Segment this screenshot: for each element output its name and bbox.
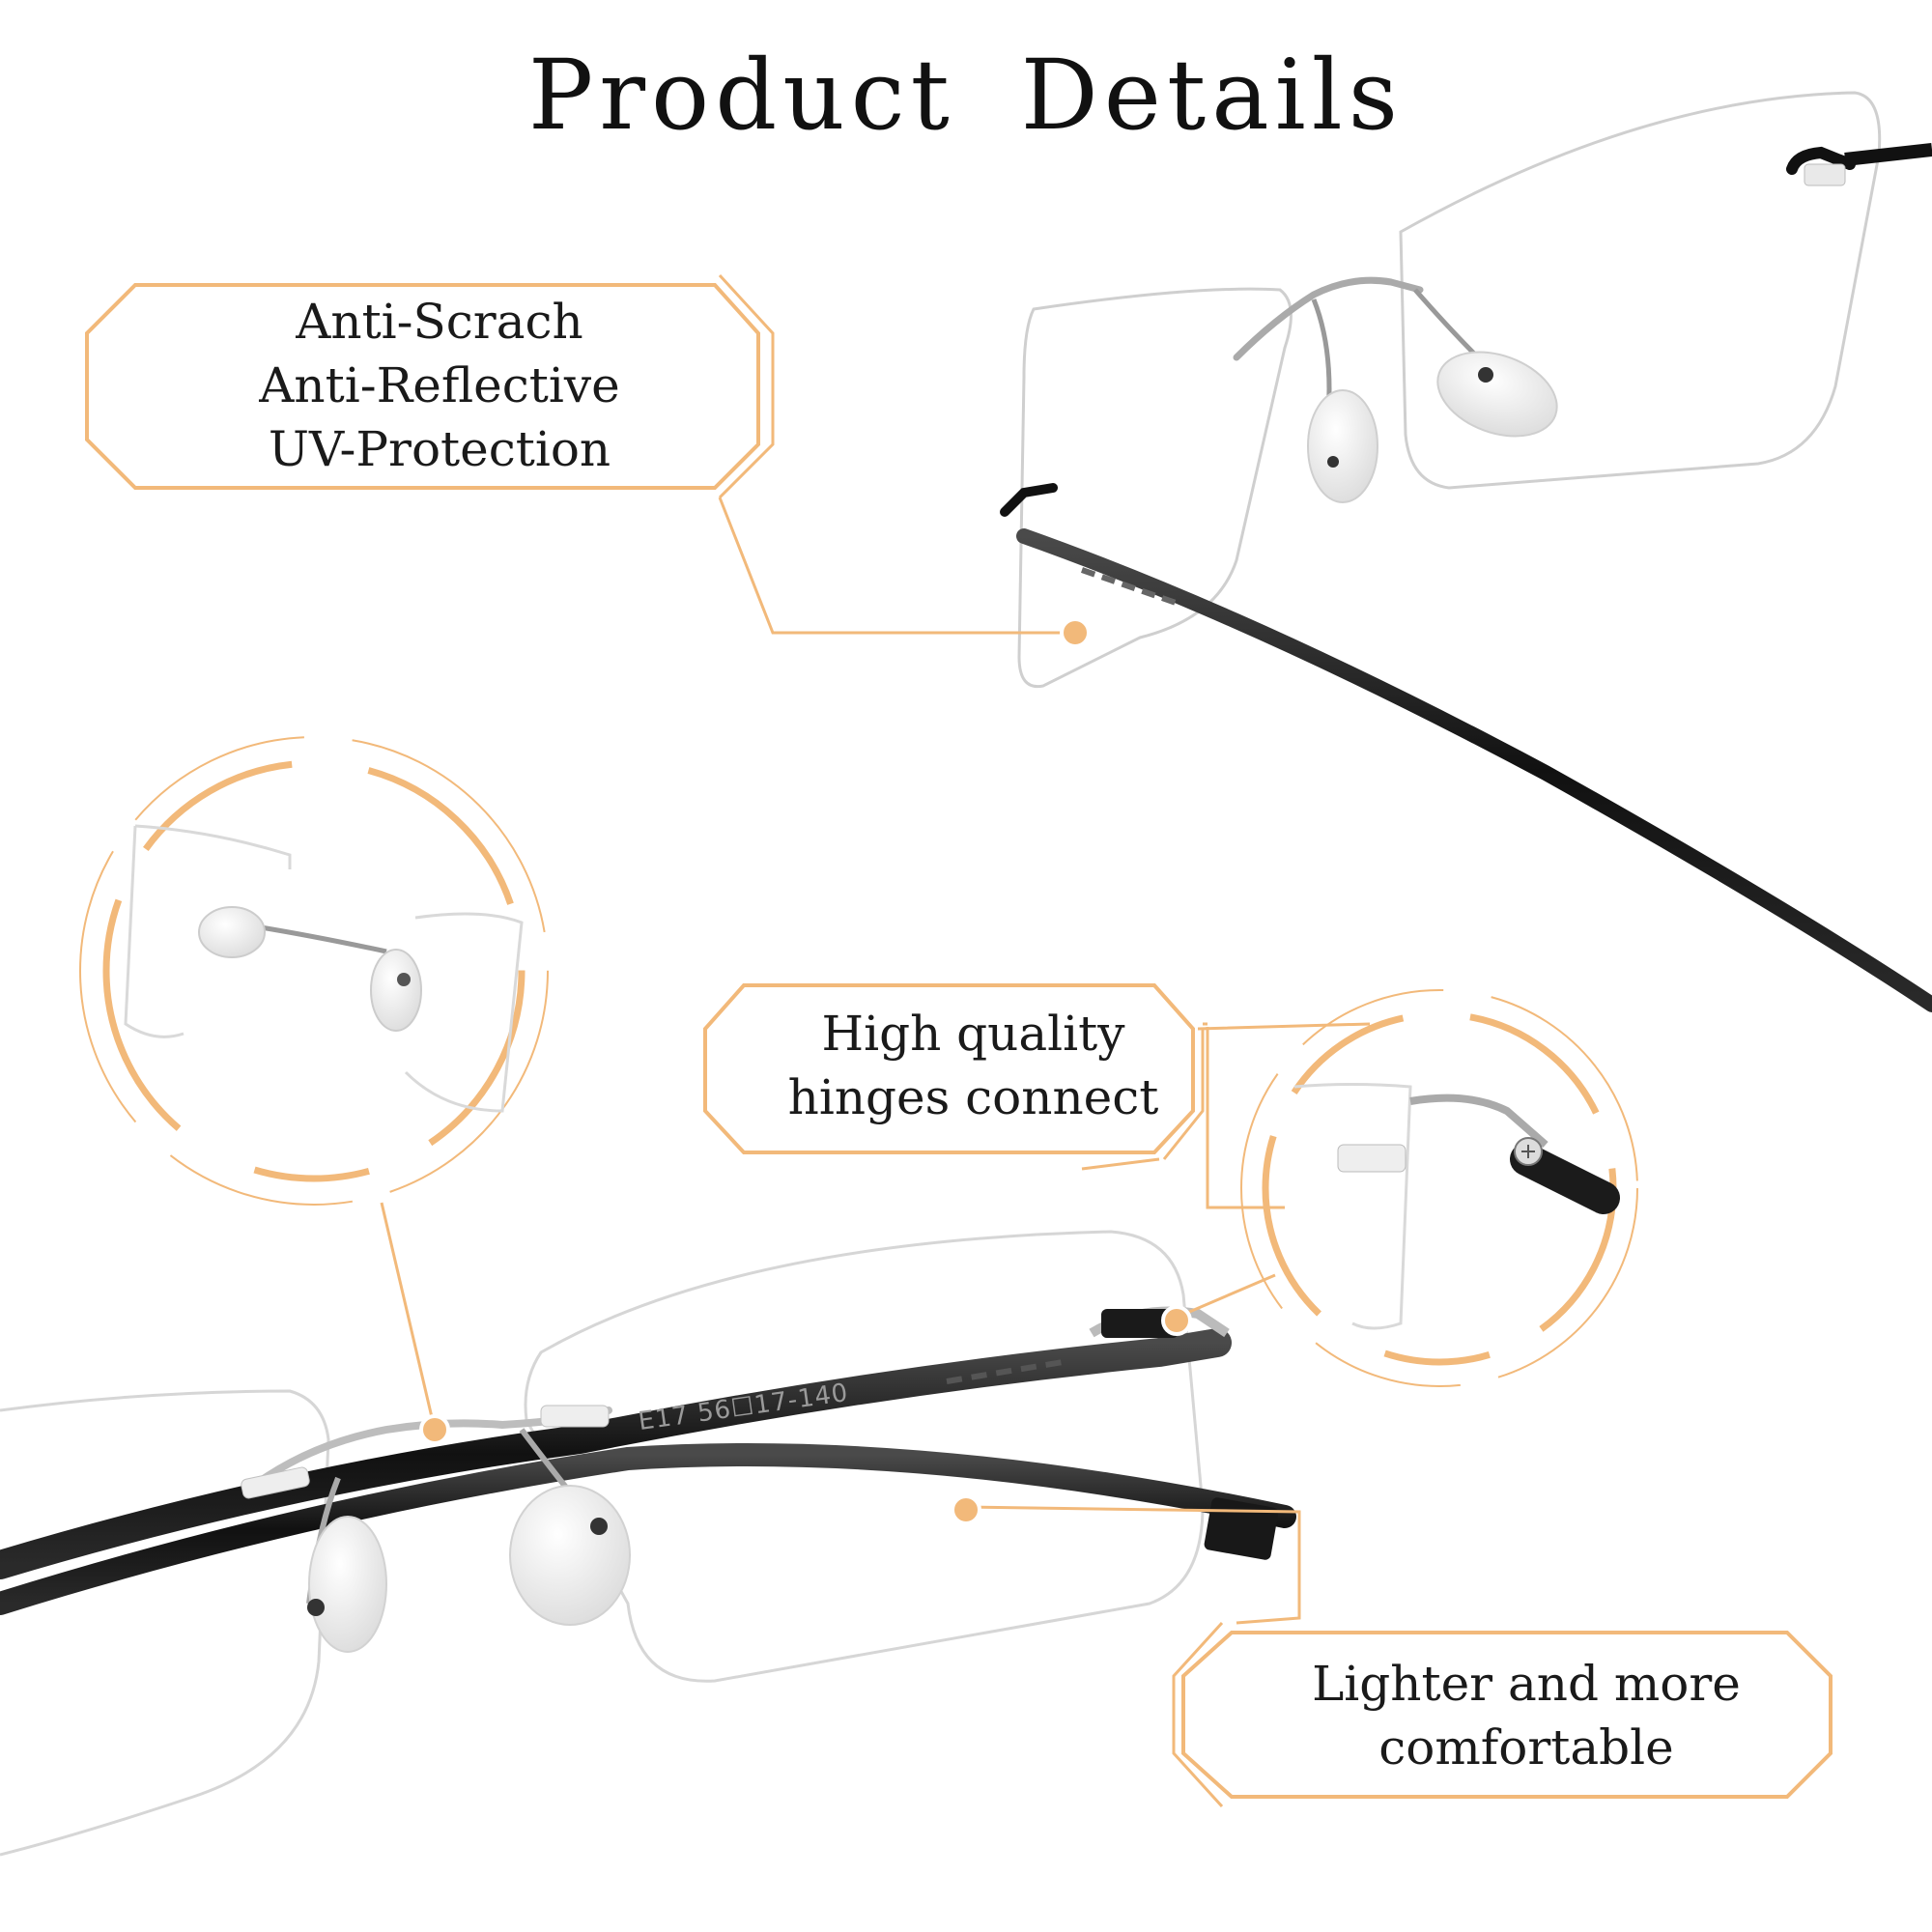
top-right-lens xyxy=(1399,91,1882,490)
callout-line-anti-reflective: Anti-Reflective xyxy=(259,357,620,413)
callout-line-anti-scratch: Anti-Scrach xyxy=(296,294,583,350)
bottom-nose-pad-left xyxy=(308,1516,387,1653)
hotspot-dots xyxy=(419,617,1192,1525)
bottom-nose-pad-right xyxy=(509,1485,631,1626)
bottom-temple-back xyxy=(0,1443,1296,1615)
top-hinge-right xyxy=(1786,146,1856,175)
top-temple-near xyxy=(1016,528,1932,1012)
top-glasses-image xyxy=(1000,91,1932,1012)
bottom-left-lens xyxy=(0,1389,330,1857)
callout-line-high-quality: High quality xyxy=(821,1006,1125,1062)
top-bridge-wire-right xyxy=(1413,288,1480,359)
callout-frame-lens-features xyxy=(85,273,775,499)
top-hinge-left xyxy=(1000,483,1058,517)
callout-line-hinges-connect: hinges connect xyxy=(787,1069,1159,1125)
bottom-glasses-image xyxy=(0,1230,1296,1857)
leader-lines xyxy=(380,497,1371,1625)
callout-frame-comfort xyxy=(1172,1621,1833,1808)
hotspot-hinge xyxy=(1161,1305,1192,1336)
detail-circle-hinge xyxy=(1240,989,1638,1387)
bottom-hinge-box xyxy=(1204,1497,1279,1560)
top-nose-pad-left xyxy=(1307,389,1378,503)
top-bridge xyxy=(1233,276,1424,361)
callout-line-lighter: Lighter and more xyxy=(1312,1656,1741,1712)
page-title: Product Details xyxy=(527,39,1405,152)
top-nose-pad-right xyxy=(1436,351,1558,438)
callout-comfort: Lighter and more comfortable xyxy=(1227,1652,1826,1779)
callout-line-uv-protection: UV-Protection xyxy=(268,421,611,477)
callout-line-comfortable: comfortable xyxy=(1378,1719,1674,1776)
hotspot-bridge xyxy=(419,1414,450,1445)
detail-circle-nose-bridge xyxy=(79,736,549,1206)
hotspot-lens xyxy=(1060,617,1091,648)
callout-hinges: High quality hinges connect xyxy=(734,1002,1212,1129)
callout-frame-hinges xyxy=(703,983,1205,1171)
top-left-lens xyxy=(1017,287,1293,689)
bottom-temple-front xyxy=(0,1328,1232,1579)
top-temple-far xyxy=(1844,143,1932,166)
hotspot-weight xyxy=(951,1494,981,1525)
callout-lens-features: Anti-Scrach Anti-Reflective UV-Protectio… xyxy=(135,290,744,481)
